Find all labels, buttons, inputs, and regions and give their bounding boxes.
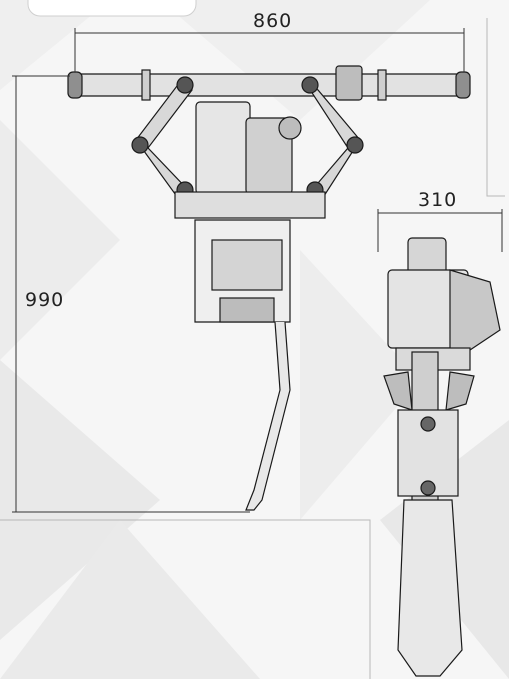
frame-lines [0,18,505,679]
logo-plate [27,0,197,17]
side-view [383,237,501,677]
front-view [67,65,471,511]
depth-dimension-line [377,209,503,252]
depth-dimension-label: 310 [418,189,458,211]
width-dimension-label: 860 [253,10,293,32]
width-dimension-line [74,28,465,72]
height-dimension-line [12,75,250,513]
height-dimension-label: 990 [25,289,65,311]
